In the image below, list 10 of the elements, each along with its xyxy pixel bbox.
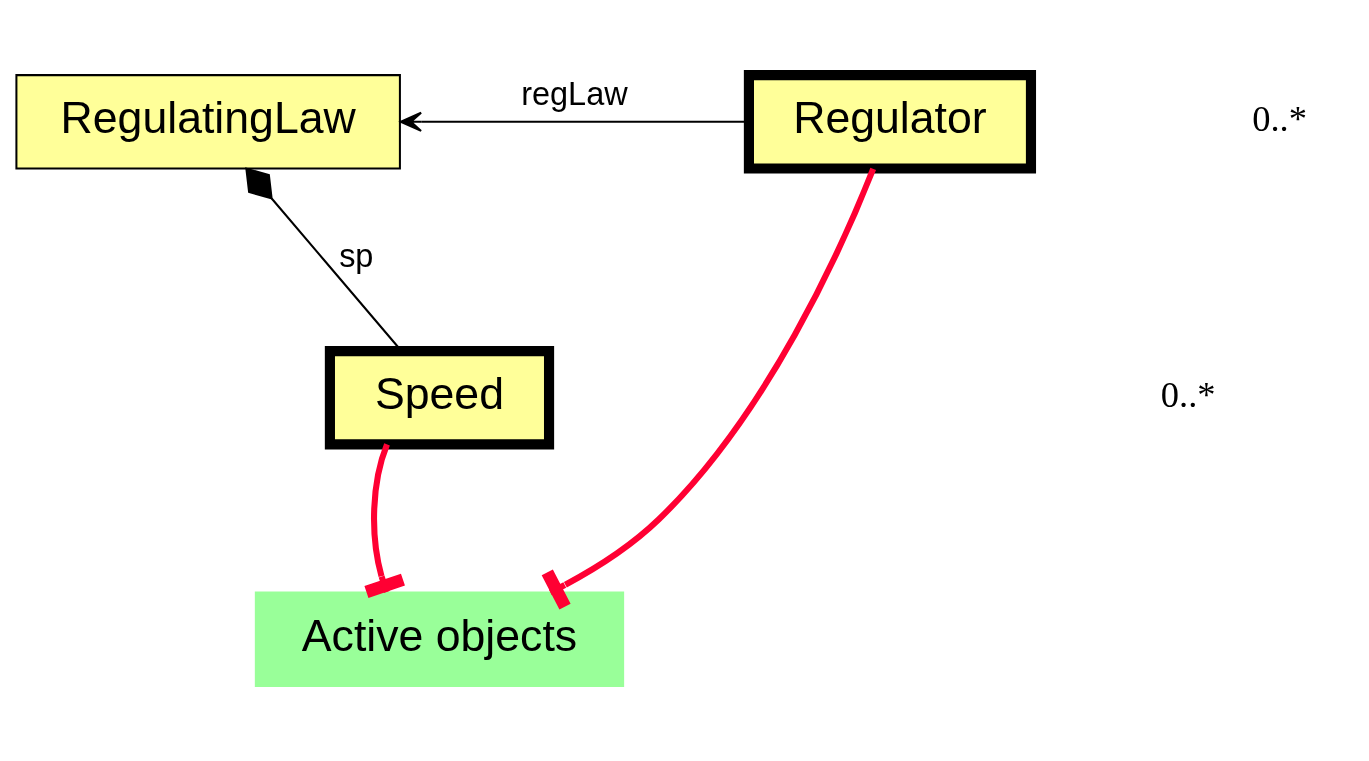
label: 0..* [1160, 373, 1216, 415]
connector [541, 167, 877, 610]
node-box: RegulatingLaw [15, 74, 401, 170]
edge-label: sp [339, 238, 374, 275]
node-box: Speed [324, 346, 555, 450]
label: 0..* [1252, 97, 1307, 139]
node-box: Active objects [254, 591, 625, 687]
node-box: Regulator [743, 70, 1037, 174]
connector [364, 443, 405, 598]
edge-label: regLaw [521, 76, 628, 113]
